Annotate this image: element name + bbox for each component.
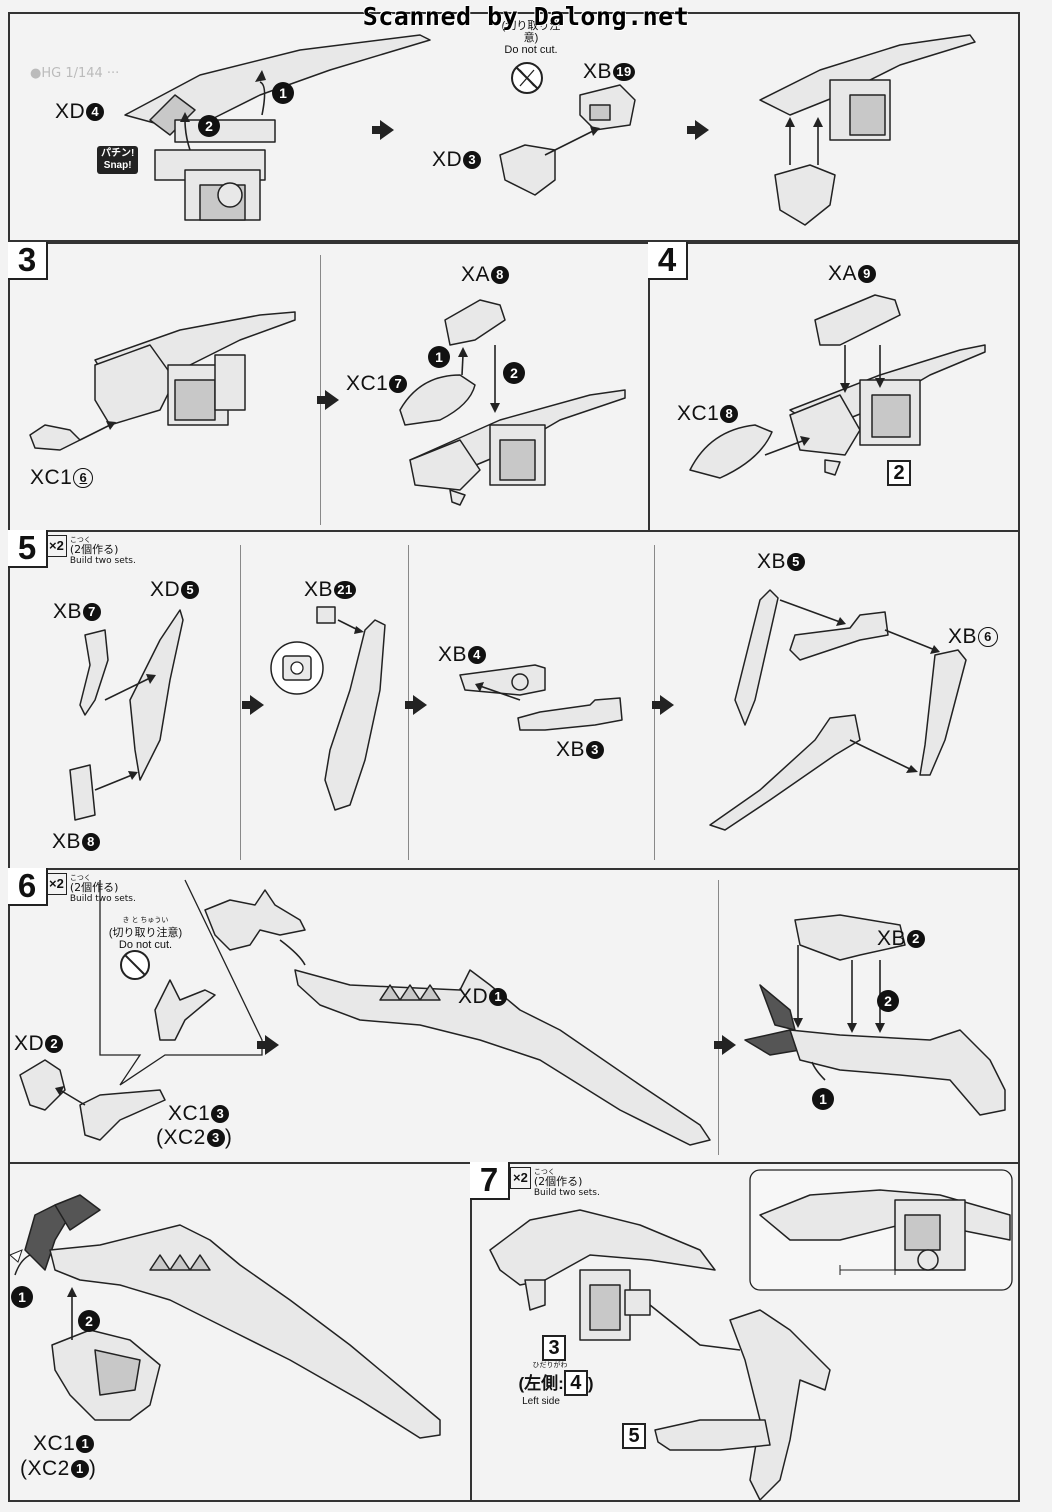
do-not-cut-note-step6: き と ちゅうい (切り取り注意)Do not cut. [108,917,183,951]
step-number-6: 6 [8,868,48,906]
build-two-sets-badge: ×2 こつく(2個作る)Build two sets. [510,1167,600,1198]
panel-step-2: ●HG 1/144 ··· [8,12,1020,242]
step-number-4: 4 [648,242,688,280]
step-number-3: 3 [8,242,48,280]
order-mark-1: 1 [272,82,294,104]
order-mark-1: 1 [428,346,450,368]
step-3-diagram [29,299,626,506]
step-4-diagram [689,294,986,479]
snap-callout: パチン!Snap! [97,146,139,174]
step-reference-4: 4 [563,1370,588,1396]
left-side-note: ひだりがわ (左側:4) Left side [518,1362,594,1407]
build-two-sets-badge: ×2 こつく(2個作る)Build two sets. [46,873,136,904]
panel-step-7 [470,1162,1020,1502]
divider-6 [718,880,719,1155]
order-mark-1: 1 [11,1286,33,1308]
divider-5a [240,545,241,860]
step-reference-2: 2 [887,460,911,486]
do-not-cut-note-top: (切り取り注意)Do not cut. [501,20,561,56]
order-mark-2: 2 [503,362,525,384]
order-mark-2: 2 [198,115,220,137]
step-reference-3: 3 [542,1335,566,1361]
build-two-sets-badge: ×2 こつく(2個作る)Build two sets. [46,535,136,566]
order-mark-1: 1 [812,1088,834,1110]
step-reference-5: 5 [622,1423,646,1449]
step-number-5: 5 [8,530,48,568]
order-mark-2: 2 [877,990,899,1012]
step-6-diagram [19,879,1006,1146]
step-5-diagram [69,589,967,831]
faint-bleedthrough-text: ●HG 1/144 ··· [30,66,120,81]
step-number-7: 7 [470,1162,510,1200]
divider-3 [320,255,321,525]
order-mark-2: 2 [78,1310,100,1332]
watermark-text: Scanned by Dalong.net [362,2,690,31]
